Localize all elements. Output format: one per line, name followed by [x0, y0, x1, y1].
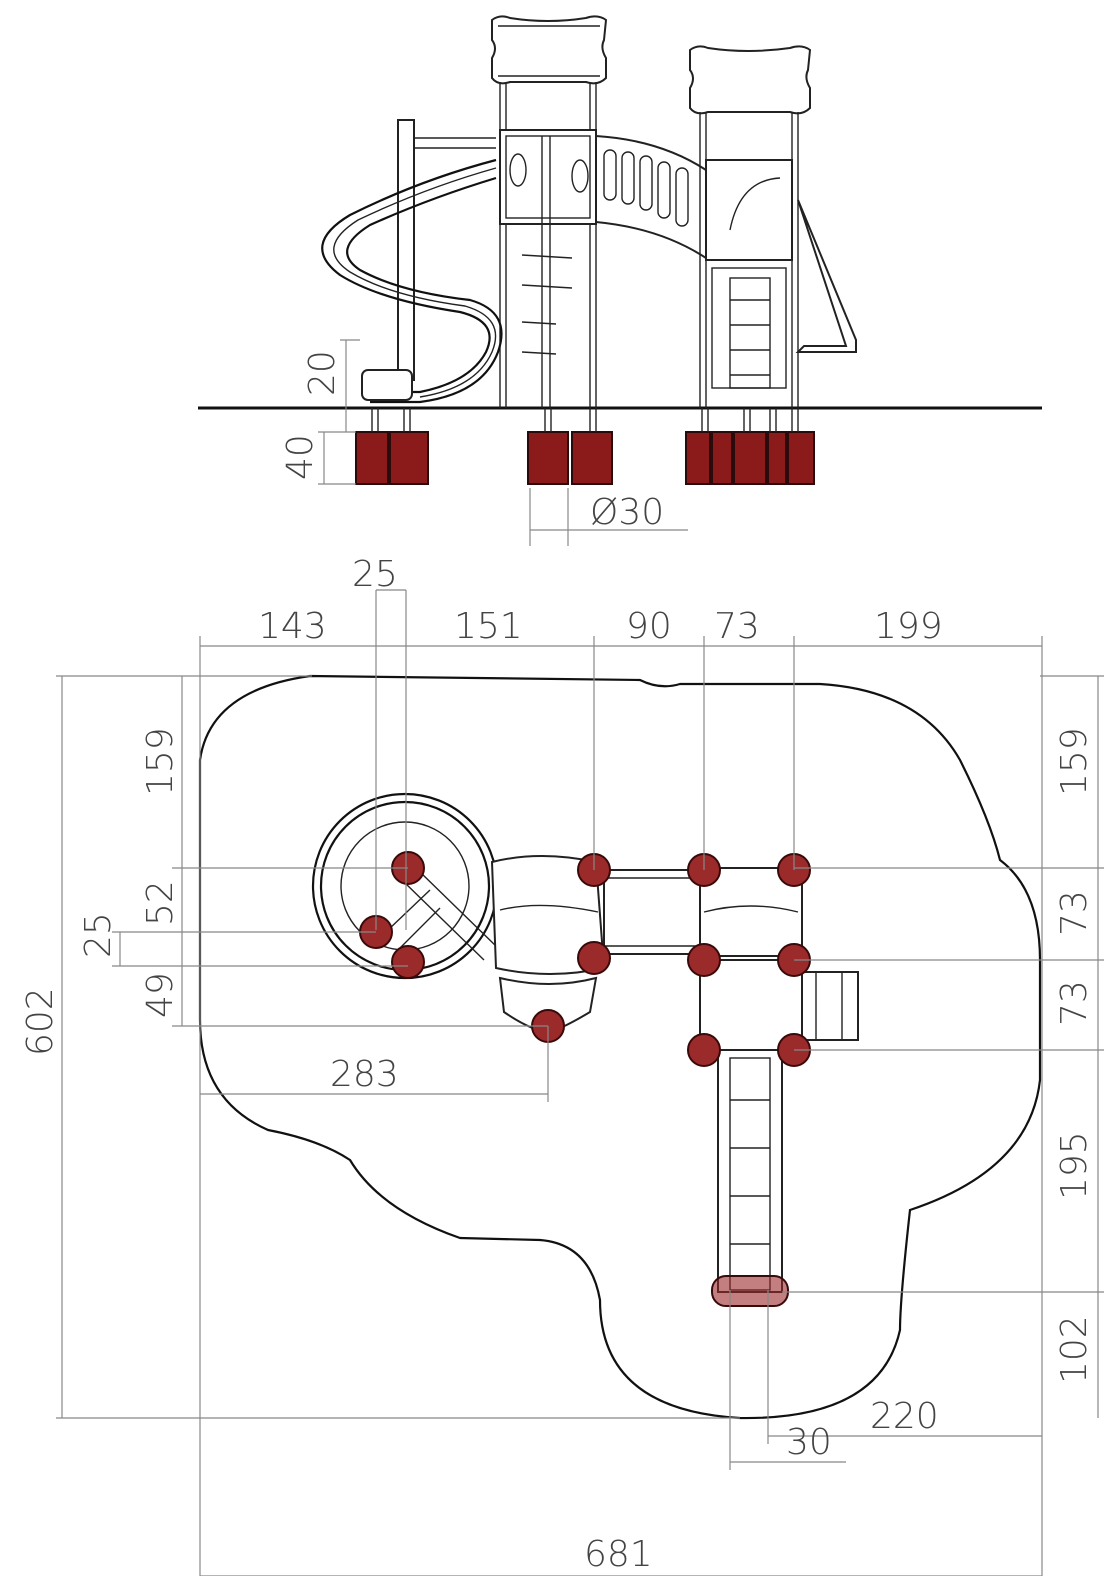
deck-left — [490, 855, 606, 1034]
right-tower — [689, 45, 857, 408]
safety-zone-outline — [198, 674, 1042, 1420]
dim-footing-depth: 40 — [280, 434, 321, 480]
dim-bottom-220: 220 — [870, 1396, 939, 1437]
dim-right-159: 159 — [1054, 727, 1095, 796]
dim-top-73: 73 — [714, 606, 760, 647]
dim-top-90: 90 — [626, 606, 672, 647]
plan-dimension-labels: 25 143 151 90 73 199 602 159 52 25 49 15… — [20, 554, 1095, 1575]
footing — [527, 431, 569, 485]
bridge-panel — [595, 134, 707, 260]
dim-left-49: 49 — [140, 972, 181, 1018]
dim-right-73b: 73 — [1054, 980, 1095, 1026]
dim-top-25: 25 — [352, 554, 398, 595]
bridge-plan — [603, 869, 705, 955]
deck-right — [699, 867, 859, 1051]
dim-left-602: 602 — [20, 987, 61, 1056]
elevation-dimensions: 20 40 Ø30 — [280, 339, 688, 546]
dim-bottom-283: 283 — [330, 1054, 399, 1095]
dim-right-102: 102 — [1054, 1315, 1095, 1384]
dim-left-25: 25 — [78, 912, 119, 958]
dim-slide-exit-height: 20 — [302, 350, 343, 396]
dim-top-199: 199 — [874, 606, 943, 647]
footing — [685, 431, 711, 485]
plan-view — [198, 674, 1042, 1420]
dim-bottom-30: 30 — [786, 1422, 832, 1463]
footing — [355, 431, 389, 485]
footing — [711, 431, 733, 485]
dim-left-52: 52 — [140, 880, 181, 926]
footing — [733, 431, 767, 485]
dim-right-73a: 73 — [1054, 890, 1095, 936]
post — [687, 943, 721, 977]
footing — [787, 431, 815, 485]
footing — [767, 431, 787, 485]
spiral-slide — [321, 119, 503, 404]
dim-top-143: 143 — [258, 606, 327, 647]
post-legs — [371, 408, 799, 432]
elevation-view — [198, 15, 1042, 485]
dim-bottom-681: 681 — [584, 1534, 653, 1575]
post — [687, 1033, 721, 1067]
dim-left-159: 159 — [140, 727, 181, 796]
left-tower — [491, 15, 608, 408]
post — [391, 945, 425, 979]
plan-dimensions — [56, 589, 1104, 1576]
footing — [571, 431, 613, 485]
dim-footing-diameter: Ø30 — [590, 492, 664, 533]
post — [577, 941, 611, 975]
straight-slide-plan — [711, 1049, 789, 1307]
footing — [389, 431, 429, 485]
dim-right-195: 195 — [1054, 1131, 1095, 1200]
dim-top-151: 151 — [454, 606, 523, 647]
footings — [355, 431, 815, 485]
